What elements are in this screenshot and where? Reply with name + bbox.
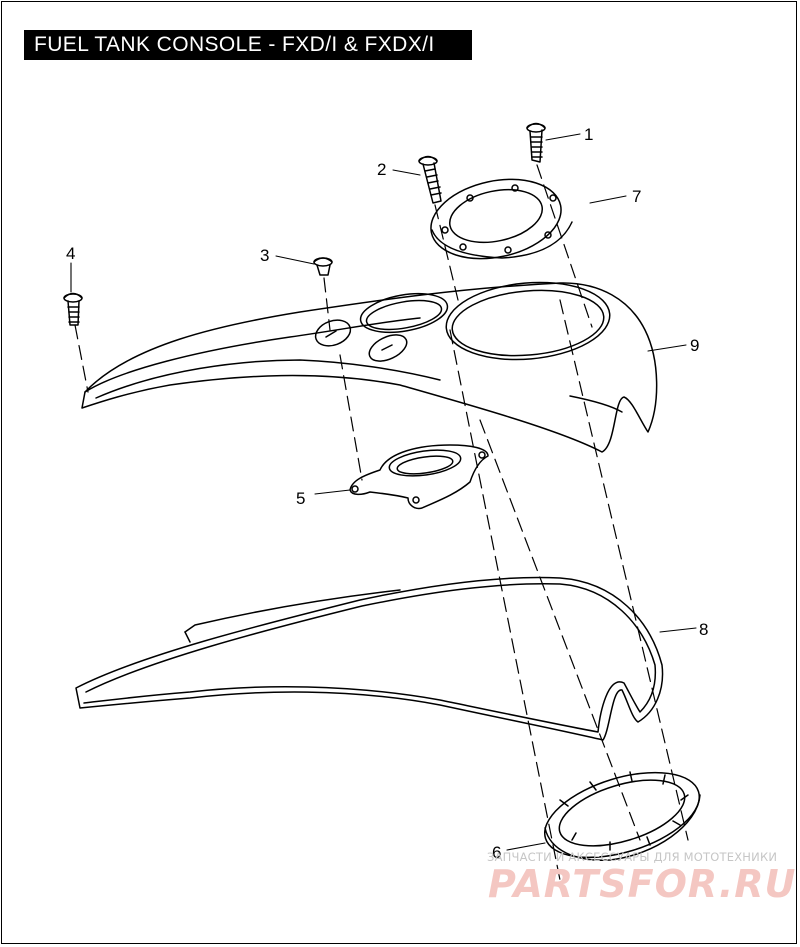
watermark-tagline: ЗАПЧАСТИ И АКСЕССУАРЫ ДЛЯ МОТОТЕХНИКИ (487, 850, 778, 864)
assembly-guide-lines (74, 164, 689, 891)
part-4-screw (63, 292, 83, 326)
callout-2: 2 (377, 160, 386, 179)
part-1-screw (526, 122, 546, 163)
part-5-bracket (349, 444, 489, 510)
callout-8: 8 (699, 620, 708, 639)
part-8-gasket (75, 576, 664, 741)
callout-4: 4 (66, 244, 75, 263)
callout-3: 3 (260, 246, 269, 265)
watermark-logo: PARTSFOR.RU (488, 862, 797, 906)
part-6-ring (543, 771, 701, 861)
callout-1: 1 (584, 125, 593, 144)
diagram-title: FUEL TANK CONSOLE - FXD/I & FXDX/I (24, 30, 472, 60)
callout-7: 7 (632, 187, 641, 206)
callout-6: 6 (492, 843, 501, 862)
part-7-trim-ring (430, 178, 573, 260)
callout-5: 5 (296, 489, 305, 508)
part-2-screw (418, 155, 442, 204)
part-3-screw (313, 257, 333, 276)
callout-9: 9 (690, 336, 699, 355)
part-9-console (81, 281, 658, 453)
callout-leaders (70, 133, 697, 851)
